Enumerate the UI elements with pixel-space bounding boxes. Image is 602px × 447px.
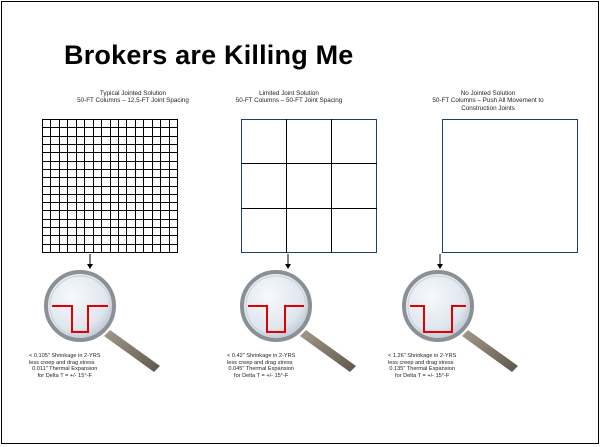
- shrinkage-note: < 0.42" Shrinkage in 2-YRS less creep an…: [227, 353, 295, 380]
- note-line-3: 0.011" Thermal Expansion: [29, 366, 100, 373]
- note-line-4: for Delta T = +/- 15°-F: [227, 373, 295, 380]
- note-line-3: 0.045" Thermal Expansion: [227, 366, 295, 373]
- caption-line-2: 50-FT Columns – 12.5-FT Joint Spacing: [45, 97, 221, 104]
- note-line-1: < 1.26" Shrinkage in 2-YRS: [388, 353, 456, 359]
- note-line-1: < 0.42" Shrinkage in 2-YRS: [227, 353, 295, 359]
- grid-border: [242, 120, 377, 253]
- grid-border: [443, 120, 578, 253]
- joint-grid-none: [442, 119, 578, 253]
- note-line-2: less creep and drag stress: [29, 360, 95, 366]
- caption-line-2: 50-FT Columns – 50-FT Joint Spacing: [201, 97, 377, 104]
- shrinkage-note: < 1.26" Shrinkage in 2-YRS less creep an…: [388, 353, 456, 380]
- shrinkage-note: < 0.105" Shrinkage in 2-YRS less creep a…: [29, 353, 100, 380]
- caption-line-3: Construction Joints: [400, 105, 576, 112]
- panel-typical-jointed: Typical Jointed Solution 50-FT Columns –…: [45, 90, 221, 105]
- joint-grid-limited: [241, 119, 377, 253]
- joint-grid-dense: [42, 119, 178, 253]
- caption-line-2: 50-FT Columns – Push All Movement to: [400, 97, 576, 104]
- note-line-3: 0.135" Thermal Expansion: [388, 366, 456, 373]
- caption-line-1: No Jointed Solution: [400, 90, 576, 97]
- panel-caption: Typical Jointed Solution 50-FT Columns –…: [45, 90, 221, 105]
- caption-line-1: Limited Joint Solution: [201, 90, 377, 97]
- note-line-4: for Delta T = +/- 15°-F: [388, 373, 456, 380]
- note-line-2: less creep and drag stress: [227, 360, 293, 366]
- note-line-2: less creep and drag stress: [388, 360, 454, 366]
- panel-caption: No Jointed Solution 50-FT Columns – Push…: [400, 90, 576, 112]
- caption-line-1: Typical Jointed Solution: [45, 90, 221, 97]
- note-line-1: < 0.105" Shrinkage in 2-YRS: [29, 353, 100, 359]
- panel-caption: Limited Joint Solution 50-FT Columns – 5…: [201, 90, 377, 105]
- note-line-4: for Delta T = +/- 15°-F: [29, 373, 100, 380]
- panel-limited-joint: Limited Joint Solution 50-FT Columns – 5…: [201, 90, 377, 105]
- slide-title: Brokers are Killing Me: [64, 40, 354, 71]
- panel-no-jointed: No Jointed Solution 50-FT Columns – Push…: [400, 90, 576, 112]
